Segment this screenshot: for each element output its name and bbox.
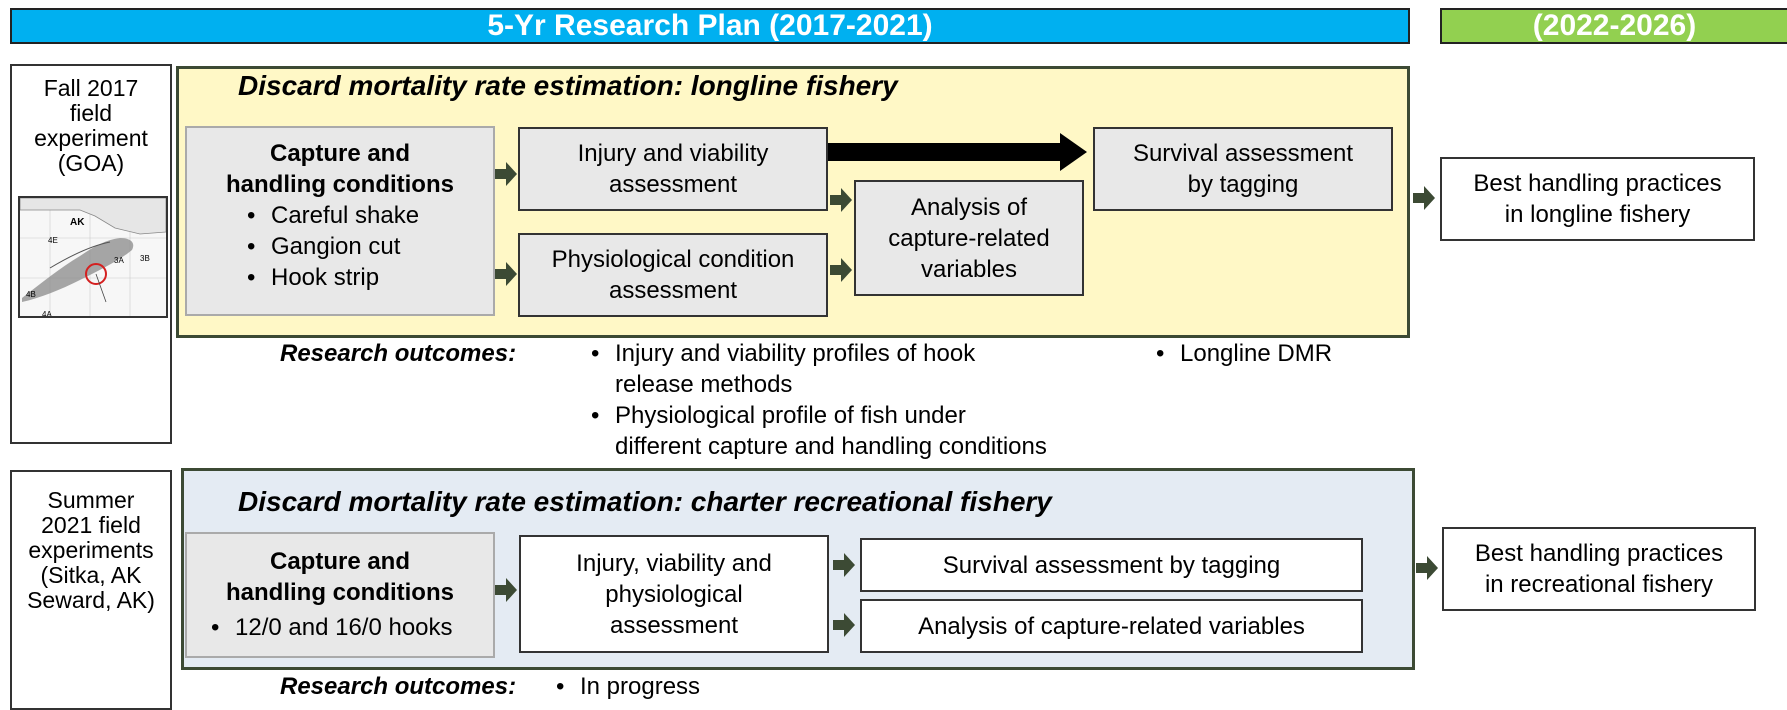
charter-injury-line-2: physiological xyxy=(605,580,743,608)
arrow-right-icon xyxy=(833,613,855,637)
longline-capture-list: Careful shake Gangion cut Hook strip xyxy=(247,200,493,293)
longline-injury-line-1: Injury and viability xyxy=(577,140,769,167)
longline-side-line-2: field xyxy=(69,100,113,126)
longline-outcomes-list: Injury and viability profiles of hook re… xyxy=(591,338,1111,462)
charter-side-line-5: Seward, AK) xyxy=(27,587,155,613)
charter-best-line-1: Best handling practices xyxy=(1474,540,1724,567)
arrow-right-icon xyxy=(830,188,852,212)
outcome-2-line-2: different capture and handling condition… xyxy=(615,433,1047,460)
map-label-ak: AK xyxy=(70,217,85,228)
longline-title: Discard mortality rate estimation: longl… xyxy=(238,70,898,101)
list-item: Longline DMR xyxy=(1156,338,1332,369)
charter-best-practices-box: Best handling practices in recreational … xyxy=(1442,527,1756,611)
outcome-2-line-1: Physiological profile of fish under xyxy=(615,402,966,429)
arrow-right-icon xyxy=(1413,186,1435,210)
list-item: Gangion cut xyxy=(247,231,493,262)
charter-side-line-1: Summer xyxy=(47,487,135,513)
charter-injury-box: Injury, viability and physiological asse… xyxy=(519,535,829,653)
list-item: 12/0 and 16/0 hooks xyxy=(211,612,493,643)
map-graphic xyxy=(20,198,166,316)
longline-survival-box: Survival assessment by tagging xyxy=(1093,127,1393,211)
longline-capture-heading-1: Capture and xyxy=(269,140,410,167)
longline-physio-line-2: assessment xyxy=(608,277,738,304)
arrow-right-icon xyxy=(495,578,517,602)
charter-capture-heading-1: Capture and xyxy=(269,548,410,575)
charter-analysis-box: Analysis of capture-related variables xyxy=(860,599,1363,653)
charter-side-line-3: experiments xyxy=(28,537,154,563)
longline-survival-line-2: by tagging xyxy=(1187,171,1299,198)
longline-analysis-box: Analysis of capture-related variables xyxy=(854,180,1084,296)
longline-side-line-4: (GOA) xyxy=(57,150,125,176)
outcome-1-line-1: Injury and viability profiles of hook xyxy=(615,340,976,367)
charter-survival-box: Survival assessment by tagging xyxy=(860,538,1363,592)
map-label-4e: 4E xyxy=(48,236,58,245)
gulf-of-alaska-map: AK 4E 4B 4A 3A 3B xyxy=(18,196,168,318)
longline-side-panel: Fall 2017 field experiment (GOA) AK 4E 4… xyxy=(10,64,172,444)
future-banner-label: (2022-2026) xyxy=(1532,9,1697,42)
longline-injury-line-2: assessment xyxy=(608,171,738,198)
outcome-1-line-2: release methods xyxy=(615,371,793,398)
longline-best-line-1: Best handling practices xyxy=(1473,170,1722,197)
charter-capture-box: Capture and handling conditions 12/0 and… xyxy=(185,532,495,658)
plan-banner-label: 5-Yr Research Plan (2017-2021) xyxy=(487,9,933,42)
arrow-right-icon xyxy=(495,262,517,286)
list-item: Careful shake xyxy=(247,200,493,231)
charter-side-line-4: (Sitka, AK xyxy=(40,562,142,588)
longline-analysis-line-1: Analysis of xyxy=(910,193,1028,221)
charter-capture-heading-2: handling conditions xyxy=(226,579,454,606)
map-label-4b: 4B xyxy=(26,290,36,299)
longline-survival-line-1: Survival assessment xyxy=(1132,140,1354,167)
longline-side-line-3: experiment xyxy=(34,125,148,151)
longline-best-practices-box: Best handling practices in longline fish… xyxy=(1440,157,1755,241)
arrow-right-icon xyxy=(1416,556,1438,580)
charter-survival-label: Survival assessment by tagging xyxy=(942,551,1281,579)
arrow-right-icon xyxy=(495,162,517,186)
arrow-right-icon xyxy=(833,553,855,577)
charter-capture-list: 12/0 and 16/0 hooks xyxy=(211,612,493,643)
longline-side-line-1: Fall 2017 xyxy=(43,75,139,101)
future-banner: (2022-2026) xyxy=(1440,8,1787,44)
charter-side-panel: Summer 2021 field experiments (Sitka, AK… xyxy=(10,470,172,710)
charter-title: Discard mortality rate estimation: chart… xyxy=(238,486,1052,517)
longline-outcomes-right: Longline DMR xyxy=(1156,338,1332,369)
list-item: Hook strip xyxy=(247,262,493,293)
charter-analysis-label: Analysis of capture-related variables xyxy=(918,612,1305,640)
longline-injury-box: Injury and viability assessment xyxy=(518,127,828,211)
longline-physio-line-1: Physiological condition xyxy=(551,246,795,273)
charter-injury-line-1: Injury, viability and xyxy=(576,549,772,577)
map-label-3b: 3B xyxy=(140,254,150,263)
plan-banner: 5-Yr Research Plan (2017-2021) xyxy=(10,8,1410,44)
longline-analysis-line-3: variables xyxy=(920,255,1018,283)
longline-outcomes-label: Research outcomes: xyxy=(280,340,517,367)
longline-capture-heading-2: handling conditions xyxy=(226,171,454,198)
long-black-arrow-icon xyxy=(828,133,1087,171)
list-item: Injury and viability profiles of hook re… xyxy=(591,338,1111,400)
arrow-right-icon xyxy=(830,258,852,282)
longline-physio-box: Physiological condition assessment xyxy=(518,233,828,317)
longline-best-line-2: in longline fishery xyxy=(1504,201,1691,228)
charter-best-line-2: in recreational fishery xyxy=(1484,571,1714,598)
list-item: Physiological profile of fish under diff… xyxy=(591,400,1111,462)
map-label-3a: 3A xyxy=(114,256,124,265)
charter-side-line-2: 2021 field xyxy=(41,512,141,538)
longline-capture-box: Capture and handling conditions Careful … xyxy=(185,126,495,316)
map-label-4a: 4A xyxy=(42,310,52,318)
charter-injury-line-3: assessment xyxy=(609,611,739,639)
longline-analysis-line-2: capture-related xyxy=(888,224,1050,252)
